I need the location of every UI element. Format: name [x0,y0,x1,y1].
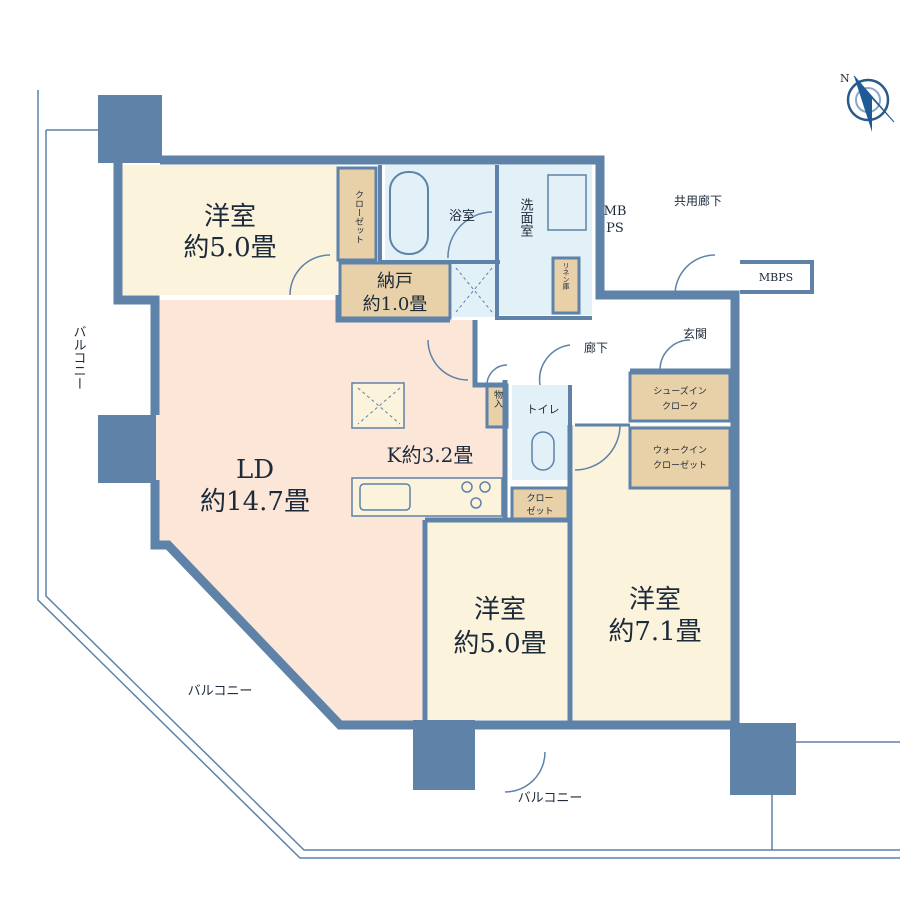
linen [551,256,581,315]
closet-b-line1: クロー [526,493,553,504]
walk-in-line1: ウォークイン [653,445,707,456]
mbps-b: MBPS [759,271,793,284]
balcony-left: バルコニー [71,325,87,390]
bathtub-icon [389,171,429,255]
entrance-name: 玄関 [683,326,707,341]
shoe-cloak-line2: クローク [662,401,698,412]
balcony-outline [37,90,900,859]
shower-area [452,262,497,317]
room-western-a-name: 洋室 [204,202,256,232]
walk-in-line2: クローゼット [653,459,707,471]
bath-door-icon [447,211,493,259]
storeroom-name: 納戸 [377,271,413,292]
kitchen-label: K約3.2畳 [387,443,474,467]
washbasin-icon [547,174,587,231]
stove-icon [461,481,491,509]
bath-name: 浴室 [449,208,475,224]
balcony-mid: バルコニー [188,684,253,699]
common-corridor: 共用廊下 [674,193,722,208]
ld-size: 約14.7畳 [200,487,310,517]
walk-in [628,426,732,490]
room-western-c-name: 洋室 [629,585,681,615]
door-swings [289,254,716,793]
room-western-a [118,165,338,295]
storage-name: 物入 [492,389,503,408]
shoe-cloak [628,371,732,423]
toilet-name: トイレ [527,403,560,416]
sink-icon [359,483,411,511]
closet-a-name: クローゼット [353,190,364,244]
compass-letter: N [840,72,850,85]
room-western-a-size: 約5.0畳 [183,233,276,263]
bath [385,165,495,260]
ld-name: LD [236,455,274,485]
closet-a [336,166,378,262]
room-western-b-name: 洋室 [474,595,526,625]
washroom-name: 洗面室 [518,198,534,237]
storeroom-size: 約1.0畳 [363,294,428,315]
toilet-bowl-icon [531,431,555,471]
mbps-a-line1: MB [604,204,627,219]
mbps-a-line2: PS [606,221,624,236]
room-western-b [428,520,570,720]
pillars [98,95,796,795]
room-western-b-size: 約5.0畳 [453,629,546,659]
room-western-c-size: 約7.1畳 [608,617,701,647]
linen-name: リネン庫 [562,262,570,291]
closet-b-line2: ゼット [526,505,553,517]
walls [113,155,814,730]
compass-north-icon: N [840,72,895,132]
shoe-cloak-line1: シューズイン [653,385,707,397]
balcony-bottom: バルコニー [518,791,583,806]
hallway-name: 廊下 [584,340,608,355]
